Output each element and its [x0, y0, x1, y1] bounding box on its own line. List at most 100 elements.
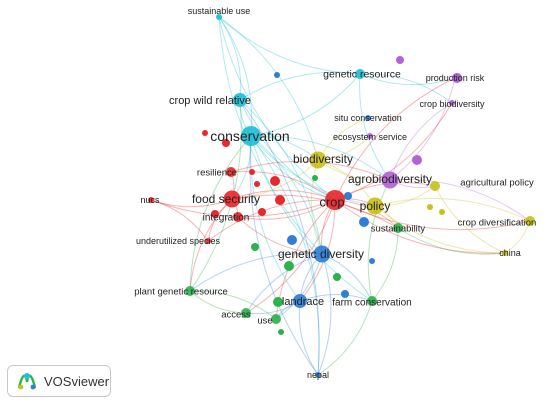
node-biodiversity[interactable] — [309, 151, 327, 169]
label-crop-biodiversity[interactable]: crop biodiversity — [419, 99, 485, 109]
keyword-node-minor[interactable] — [254, 181, 260, 187]
link-crop-china — [334, 199, 506, 254]
label-food-security[interactable]: food security — [192, 192, 260, 206]
label-integration[interactable]: integration — [203, 213, 250, 224]
node-resilience[interactable] — [226, 167, 236, 177]
keyword-node-minor[interactable] — [249, 169, 255, 175]
keyword-node-minor[interactable] — [278, 329, 284, 335]
label-production-risk[interactable]: production risk — [426, 73, 485, 83]
node-plant-genetic-resource[interactable] — [185, 286, 195, 296]
app-name: VOSviewer — [44, 373, 110, 389]
link-genetic_resource-crop_biodiversity — [359, 73, 453, 104]
label-crop-diversification[interactable]: crop diversification — [458, 217, 537, 228]
link-farm_conservation-nepal — [317, 300, 373, 376]
keyword-node-minor[interactable] — [312, 175, 318, 181]
vosviewer-badge[interactable]: VOSviewer — [7, 365, 111, 397]
label-genetic-resource[interactable]: genetic resource — [323, 69, 401, 81]
node-sustainability[interactable] — [393, 223, 403, 233]
label-genetic-diversity[interactable]: genetic diversity — [278, 247, 364, 261]
keyword-node-minor[interactable] — [396, 56, 404, 64]
label-resilience[interactable]: resilience — [197, 167, 237, 178]
keyword-node-minor[interactable] — [369, 258, 375, 264]
node-policy[interactable] — [366, 197, 384, 215]
link-nucs-underutilized_species — [150, 199, 209, 242]
label-agricultural-policy[interactable]: agricultural policy — [460, 177, 534, 188]
node-integration[interactable] — [233, 212, 243, 222]
link-policy-china — [374, 205, 506, 254]
node-agrobiodiversity[interactable] — [381, 171, 399, 189]
node-conservation[interactable] — [241, 126, 261, 146]
keyword-node-minor[interactable] — [251, 243, 259, 251]
node-nepal[interactable] — [315, 372, 321, 378]
keyword-node-minor[interactable] — [341, 290, 349, 298]
label-situ-conservation[interactable]: situ conservation — [334, 113, 402, 123]
keyword-node-minor[interactable] — [412, 155, 422, 165]
node-crop[interactable] — [325, 190, 345, 210]
keyword-node-minor[interactable] — [427, 204, 433, 210]
link-plant_genetic_resource-access — [189, 290, 247, 314]
label-use[interactable]: use — [257, 315, 272, 326]
node-ecosystem-service[interactable] — [367, 133, 373, 139]
node-crop-biodiversity[interactable] — [449, 100, 455, 106]
keyword-node-minor[interactable] — [333, 273, 341, 281]
node-genetic-diversity[interactable] — [313, 245, 331, 263]
node-farm-conservation[interactable] — [367, 296, 377, 306]
label-crop-wild-relative[interactable]: crop wild relative — [169, 95, 251, 107]
node-crop-wild-relative[interactable] — [233, 93, 247, 107]
keyword-node-minor[interactable] — [284, 261, 294, 271]
node-agricultural-policy[interactable] — [430, 181, 440, 191]
keyword-node-minor[interactable] — [359, 217, 369, 227]
node-china[interactable] — [502, 250, 508, 256]
link-food_security-nucs — [150, 198, 233, 208]
node-situ-conservation[interactable] — [365, 115, 371, 121]
keyword-node-minor[interactable] — [344, 192, 352, 200]
link-genetic_diversity-nepal — [317, 253, 332, 376]
label-nucs[interactable]: nucs — [140, 195, 160, 205]
link-sustainable_use-genetic_resource — [218, 16, 361, 75]
node-access[interactable] — [241, 308, 251, 318]
label-biodiversity[interactable]: biodiversity — [293, 152, 353, 166]
link-genetic_diversity-plant_genetic_resource — [189, 252, 323, 292]
label-landrace[interactable]: landrace — [282, 296, 324, 308]
label-sustainability[interactable]: sustainability — [371, 223, 426, 234]
label-sustainable-use[interactable]: sustainable use — [188, 6, 251, 16]
keyword-node-minor[interactable] — [274, 72, 280, 78]
label-china[interactable]: china — [499, 248, 521, 258]
node-sustainable-use[interactable] — [216, 14, 222, 20]
node-use[interactable] — [271, 314, 281, 324]
node-genetic-resource[interactable] — [355, 69, 365, 79]
keyword-node-minor[interactable] — [270, 176, 280, 186]
label-policy[interactable]: policy — [360, 199, 391, 213]
node-underutilized-species[interactable] — [205, 238, 211, 244]
keyword-node-minor[interactable] — [273, 297, 283, 307]
keyword-node-minor[interactable] — [287, 235, 297, 245]
node-production-risk[interactable] — [452, 75, 458, 81]
link-crop_wild_relative-crop — [239, 99, 336, 201]
label-plant-genetic-resource[interactable]: plant genetic resource — [134, 286, 227, 297]
keyword-node-minor[interactable] — [222, 139, 230, 147]
node-food-security[interactable] — [223, 190, 241, 208]
keyword-node-minor[interactable] — [258, 208, 266, 216]
label-underutilized-species[interactable]: underutilized species — [136, 236, 221, 246]
vosviewer-logo-icon — [17, 373, 37, 390]
keyword-node-minor[interactable] — [211, 210, 219, 218]
keyword-node-minor[interactable] — [439, 209, 445, 215]
keyword-node-minor[interactable] — [275, 195, 285, 205]
link-sustainability-china — [397, 227, 506, 255]
label-conservation[interactable]: conservation — [210, 128, 289, 144]
node-nucs[interactable] — [148, 197, 154, 203]
keyword-node-minor[interactable] — [202, 130, 208, 136]
link-genetic_resource-production_risk — [359, 73, 456, 86]
link-crop-food_security — [231, 189, 336, 201]
node-landrace[interactable] — [293, 294, 307, 308]
label-crop[interactable]: crop — [319, 195, 344, 210]
node-crop-diversification[interactable] — [525, 216, 535, 226]
label-ecosystem-service[interactable]: ecosystem service — [333, 132, 407, 142]
link-integration-genetic_diversity — [237, 216, 323, 255]
label-agrobiodiversity[interactable]: agrobiodiversity — [348, 172, 432, 186]
label-farm-conservation[interactable]: farm conservation — [332, 298, 411, 309]
label-access[interactable]: access — [221, 309, 251, 320]
label-nepal[interactable]: nepal — [307, 370, 329, 380]
